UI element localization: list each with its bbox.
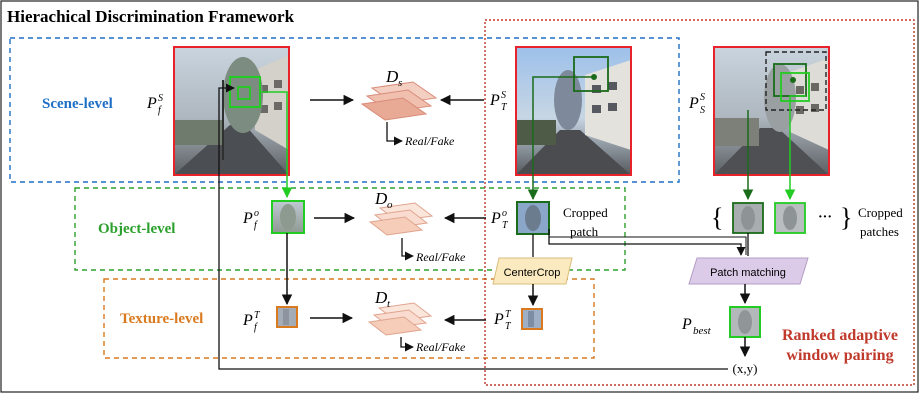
svg-text:P: P: [489, 92, 500, 109]
texture-discriminator-label: D t: [374, 288, 391, 310]
ranked-label-line2: window pairing: [786, 347, 893, 364]
texture-output-label: Real/Fake: [415, 340, 466, 354]
svg-text:P: P: [490, 210, 501, 227]
scene-output-label: Real/Fake: [404, 134, 455, 148]
cropped-patches-label-line1: Cropped: [858, 205, 903, 220]
fake-scene-texture-box: [237, 86, 251, 100]
best-patch: [729, 306, 761, 338]
cropped-patch-label-line1: Cropped: [563, 205, 608, 220]
object-level-region: [74, 187, 626, 271]
object-discriminator: [368, 202, 434, 236]
fake-scene-patch-label: P f S: [146, 93, 163, 116]
scene-discriminator-label: D s: [385, 67, 402, 89]
patch-matching-block: Patch matching: [688, 257, 809, 285]
svg-text:P: P: [493, 311, 504, 328]
svg-text:f: f: [254, 220, 258, 231]
svg-text:T: T: [501, 102, 508, 113]
svg-text:T: T: [502, 220, 509, 231]
target-scene-object-box: [573, 56, 609, 92]
svg-text:T: T: [505, 321, 512, 332]
coords-label: (x,y): [733, 361, 758, 376]
svg-text:P: P: [688, 95, 699, 112]
object-output-arrow: [401, 238, 414, 261]
scene-discriminator: [360, 81, 438, 121]
object-output-label: Real/Fake: [415, 250, 466, 264]
object-level-label: Object-level: [98, 221, 175, 237]
texture-discriminator: [367, 302, 433, 336]
svg-text:f: f: [254, 322, 258, 333]
target-texture-patch: [521, 308, 543, 330]
ranked-label-line1: Ranked adaptive: [782, 327, 898, 344]
svg-text:o: o: [502, 208, 507, 219]
svg-text:D: D: [385, 67, 399, 86]
fake-texture-patch-label: P f T: [242, 310, 261, 333]
coords-feedback-arrow: [218, 83, 728, 370]
texture-level-region: [103, 278, 595, 359]
svg-text:T: T: [505, 309, 512, 320]
more-patches-ellipsis: ···: [818, 210, 832, 225]
svg-text:Patch matching: Patch matching: [710, 267, 786, 279]
right-brace: }: [840, 203, 852, 232]
svg-text:S: S: [158, 93, 163, 104]
svg-text:S: S: [700, 92, 705, 103]
svg-text:P: P: [242, 312, 253, 329]
fake-texture-patch: [276, 306, 298, 328]
cropped-patches-label-line2: patches: [860, 224, 899, 239]
centercrop-block: CenterCrop: [492, 257, 573, 285]
candidate-to-patchmatch-line: [549, 236, 747, 255]
scene-level-label: Scene-level: [42, 96, 113, 112]
source-candidate-patch-1: [732, 202, 764, 234]
fake-object-crop-link: [260, 91, 293, 199]
cropped-patch-label-line2: patch: [570, 224, 599, 239]
target-scene-patch-label: P T S: [489, 90, 508, 113]
svg-text:D: D: [374, 189, 388, 208]
figure-title: Hierachical Discrimination Framework: [7, 7, 295, 26]
source-scene-image: [713, 46, 830, 176]
object-discriminator-label: D o: [374, 189, 393, 211]
fake-object-patch-label: P f o: [242, 208, 259, 231]
source-candidate-patch-2: [774, 202, 806, 234]
svg-text:f: f: [158, 105, 162, 116]
svg-text:P: P: [242, 210, 253, 227]
scene-level-region: [9, 37, 680, 183]
source-center-dot: [790, 77, 796, 83]
target-scene-image: [515, 46, 632, 176]
ranked-window-pairing-region: [484, 19, 915, 386]
fake-object-patch: [271, 200, 305, 234]
svg-text:t: t: [387, 298, 391, 310]
target-object-patch: [516, 201, 550, 235]
texture-output-arrow: [400, 337, 414, 352]
svg-text:o: o: [387, 199, 393, 211]
target-texture-patch-label: P T T: [493, 309, 512, 332]
svg-text:P: P: [681, 316, 692, 333]
texture-level-label: Texture-level: [120, 311, 203, 327]
svg-text:o: o: [254, 208, 259, 219]
svg-text:D: D: [374, 288, 388, 307]
best-patch-label: P best: [681, 316, 712, 337]
scene-output-arrow: [386, 122, 403, 146]
source-scene-patch-label: P S S: [688, 92, 705, 116]
target-object-crop-link: [527, 76, 594, 201]
target-object-patch-label: P T o: [490, 208, 509, 231]
svg-text:best: best: [693, 325, 712, 337]
svg-text:P: P: [146, 95, 157, 112]
svg-text:s: s: [398, 77, 402, 89]
fake-scene-image: [173, 46, 290, 176]
left-brace: {: [711, 203, 723, 232]
source-search-window: [765, 51, 827, 111]
source-candidate-link-2: [784, 95, 806, 201]
svg-text:T: T: [254, 310, 261, 321]
svg-text:CenterCrop: CenterCrop: [504, 267, 561, 279]
svg-text:S: S: [501, 90, 506, 101]
source-candidate-box-2: [780, 72, 810, 102]
svg-text:S: S: [700, 105, 705, 116]
